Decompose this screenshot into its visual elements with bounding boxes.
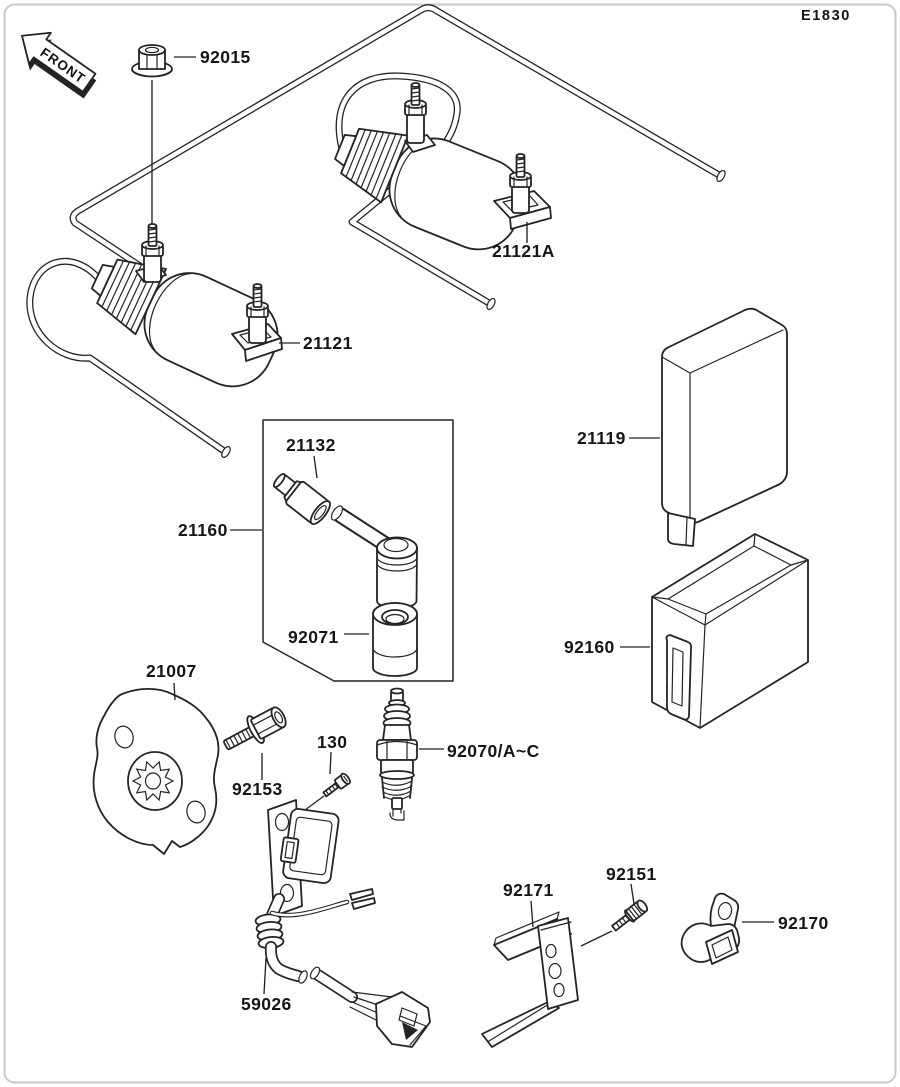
label-92160: 92160 — [564, 637, 615, 657]
flange-nut-92015 — [131, 44, 173, 78]
coil-terminal-front — [493, 153, 552, 230]
label-21121: 21121 — [303, 333, 353, 353]
coil-terminal-rear — [404, 82, 436, 153]
label-92153: 92153 — [232, 779, 283, 799]
resistor-cap-21132 — [272, 473, 331, 525]
leader-lines — [173, 56, 774, 995]
label-92071: 92071 — [288, 627, 339, 647]
coil-terminal-front — [231, 283, 283, 362]
igniter-21119 — [661, 307, 788, 547]
timing-rotor-21007 — [92, 687, 220, 855]
label-92171: 92171 — [503, 880, 554, 900]
rotor-hole — [186, 800, 206, 824]
label-92151: 92151 — [606, 864, 657, 884]
frame-border — [3, 3, 897, 1084]
label-21007: 21007 — [146, 661, 197, 681]
rotor-hole — [114, 725, 134, 749]
bolt-92153 — [223, 706, 287, 751]
spark-plug-92070 — [376, 687, 418, 821]
drawing-code: E1830 — [801, 8, 851, 24]
holder-case-92160 — [651, 533, 809, 729]
rotor-spline — [131, 760, 175, 802]
label-130: 130 — [317, 732, 347, 752]
label-59026: 59026 — [241, 994, 292, 1014]
pickup-coil-box — [279, 808, 340, 884]
clamp-92170 — [680, 892, 741, 965]
spark-plug-cap — [330, 505, 418, 609]
case-handle — [665, 634, 693, 721]
screw-130 — [322, 772, 351, 798]
ht-lead-routed — [69, 4, 726, 274]
pickup-connector — [375, 991, 431, 1048]
label-21119: 21119 — [577, 428, 626, 448]
front-arrow-body — [21, 31, 97, 93]
pickup-coil-59026 — [254, 799, 431, 1048]
fork-terminal — [349, 888, 374, 901]
coil-terminal-rear — [135, 223, 167, 283]
bracket-92171 — [481, 911, 579, 1048]
label-92070: 92070/A~C — [447, 741, 540, 761]
front-arrow: FRONT — [21, 31, 97, 99]
label-21132: 21132 — [286, 435, 336, 455]
ignition-coil-upper — [334, 82, 552, 251]
assembly-box-21160 — [262, 419, 454, 682]
screw-92151 — [611, 899, 649, 932]
label-21160: 21160 — [178, 520, 228, 540]
ht-lead-lower — [26, 257, 231, 458]
label-92015: 92015 — [200, 47, 251, 67]
ignition-coil-lower — [90, 223, 283, 388]
clamp-tab — [709, 892, 740, 934]
label-92170: 92170 — [778, 913, 829, 933]
grommet-92071 — [372, 602, 418, 677]
label-21121a: 21121A — [492, 241, 555, 261]
